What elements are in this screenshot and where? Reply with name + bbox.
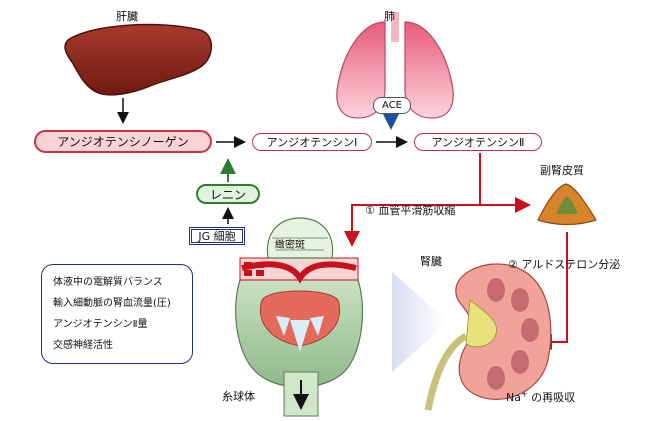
angiotensin2-box: アンジオテンシンⅡ [414,133,542,151]
kidney-label: 腎臓 [420,253,442,269]
na-plus: + [521,389,528,398]
step2-label: ② アルドステロン分泌 [508,256,620,272]
step1-label: ① 血管平滑筋収縮 [365,202,455,218]
na-reabsorption-label: Na+ の再吸収 [506,389,575,405]
arrow-ang2-to-adrenal [480,153,527,205]
renin-box: レニン [196,184,260,204]
jg-cell-box: JG 細胞 [189,227,245,245]
na-text: Na [506,391,521,404]
adrenal-cortex-label: 副腎皮質 [540,162,584,178]
lung-label: 肺 [384,8,395,24]
afferent-arteriole [240,258,358,280]
factor-item: アンジオテンシンⅡ量 [53,314,192,335]
factor-item: 交感神経活性 [53,335,192,356]
regulating-factors-box: 体液中の電解質バランス 輸入細動脈の腎血流量(圧) アンジオテンシンⅡ量 交感神… [41,264,193,364]
glomerulus-label: 糸球体 [222,388,255,404]
macula-densa-label: 緻密斑 [275,236,305,251]
factor-item: 体液中の電解質バランス [53,272,192,293]
angiotensinogen-box: アンジオテンシノーゲン [34,130,212,153]
magnification-cone [392,272,448,372]
ace-badge: ACE [373,97,411,114]
angiotensin1-box: アンジオテンシンⅠ [252,133,372,151]
factor-item: 輸入細動脈の腎血流量(圧) [53,293,192,314]
liver-label: 肝臓 [116,8,138,24]
reabsorption-text: の再吸収 [528,391,576,404]
liver-illustration [65,25,211,95]
